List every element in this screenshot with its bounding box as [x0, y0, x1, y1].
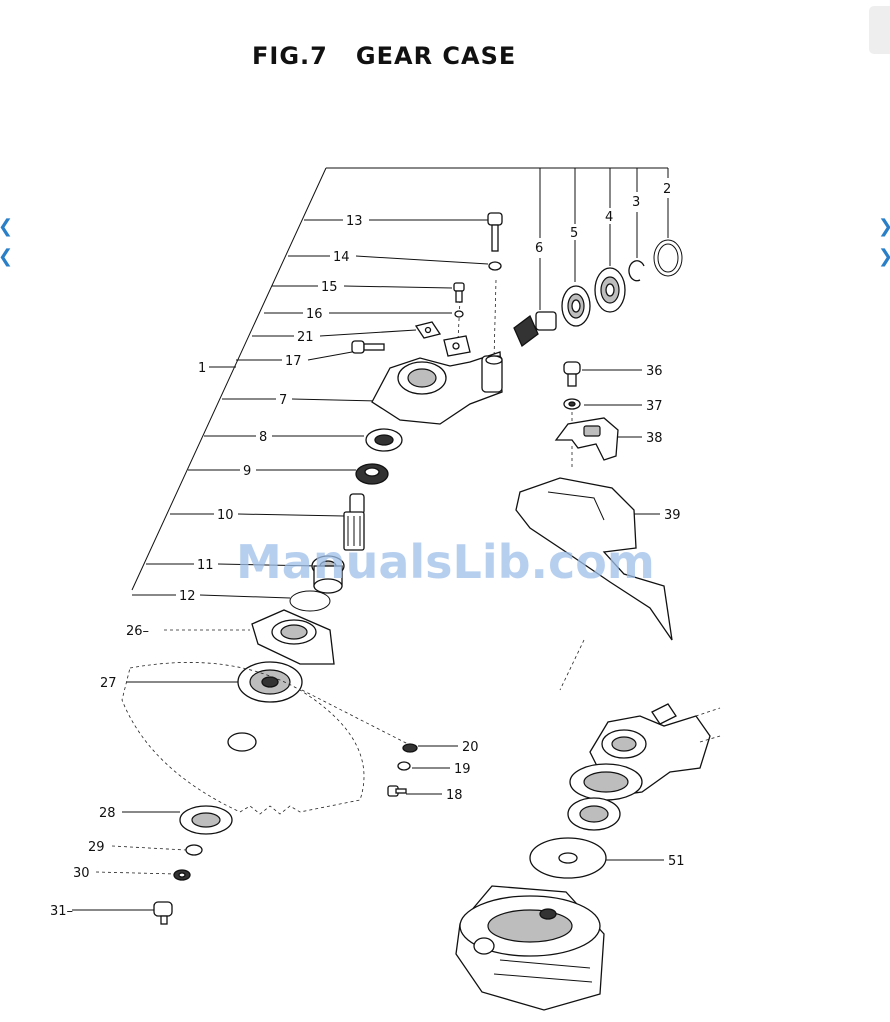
label-26: 26–: [126, 624, 149, 639]
part-7-gear-case: [371, 335, 503, 425]
part-8-bearing: [365, 428, 403, 452]
label-10: 10: [217, 508, 234, 523]
part-6-bevel-pinion: [513, 311, 557, 348]
label-27: 27: [100, 676, 117, 691]
label-19: 19: [454, 762, 471, 777]
label-12: 12: [179, 589, 196, 604]
label-11: 11: [197, 558, 214, 573]
toc-tab-icon[interactable]: [869, 6, 890, 54]
part-9-bevel-gear: [355, 463, 389, 485]
label-8: 8: [259, 430, 267, 445]
saw-blade: [121, 662, 365, 815]
figure-title: FIG.7 GEAR CASE: [252, 42, 517, 70]
label-38: 38: [646, 431, 663, 446]
label-37: 37: [646, 399, 663, 414]
label-13: 13: [346, 214, 363, 229]
label-2: 2: [663, 182, 671, 197]
label-1: 1: [198, 361, 206, 376]
trimmer-head: [455, 885, 605, 1011]
part-labels: 13 14 15 16 21 17 1 7 8 9 10 11 12 26– 2…: [50, 182, 685, 919]
part-21-clip: [414, 321, 442, 339]
part-16-washer: [454, 310, 464, 318]
part-4-bearing: [594, 267, 626, 313]
part-38-clamp: [554, 417, 619, 461]
part-37-washer: [563, 398, 581, 410]
label-7: 7: [279, 393, 287, 408]
assembly-bracket: [131, 167, 669, 591]
label-16: 16: [306, 307, 323, 322]
label-18: 18: [446, 788, 463, 803]
part-3-snap-ring: [628, 260, 645, 282]
leader-lines: [72, 219, 664, 911]
label-17: 17: [285, 354, 302, 369]
label-5: 5: [570, 226, 578, 241]
part-5-bearing: [561, 285, 591, 327]
alt-holder: [567, 797, 621, 831]
label-3: 3: [632, 195, 640, 210]
label-14: 14: [333, 250, 350, 265]
label-15: 15: [321, 280, 338, 295]
label-21: 21: [297, 330, 314, 345]
chevron-right-icon[interactable]: ❯: [878, 216, 890, 237]
part-12-circlip: [289, 590, 331, 612]
part-26-cover: [251, 609, 335, 665]
part-10-output-shaft: [343, 493, 365, 551]
part-13-bolt: [487, 212, 503, 252]
part-27-holder: [237, 661, 303, 703]
part-15-screw: [453, 282, 465, 303]
label-31: 31–: [50, 904, 73, 919]
part-39-guard: [515, 477, 673, 641]
label-36: 36: [646, 364, 663, 379]
label-4: 4: [605, 210, 613, 225]
part-14-washer: [488, 261, 502, 271]
label-28: 28: [99, 806, 116, 821]
part-51-disc: [529, 837, 607, 879]
part-31-bolt: [153, 901, 173, 925]
label-39: 39: [664, 508, 681, 523]
alt-gear-case-assembly: [569, 703, 721, 801]
label-29: 29: [88, 840, 105, 855]
part-19-washer: [397, 761, 411, 771]
part-30-washer: [173, 869, 191, 881]
part-11-collar: [311, 555, 345, 594]
label-9: 9: [243, 464, 251, 479]
part-20-nut: [402, 743, 418, 753]
part-2-snap-ring: [653, 239, 683, 277]
part-29-washer: [185, 844, 203, 856]
chevron-left-icon[interactable]: ❮: [0, 246, 13, 267]
part-18-bolt: [387, 785, 407, 797]
chevron-right-icon[interactable]: ❯: [878, 246, 890, 267]
label-20: 20: [462, 740, 479, 755]
label-51: 51: [668, 854, 685, 869]
chevron-left-icon[interactable]: ❮: [0, 216, 13, 237]
label-6: 6: [535, 241, 543, 256]
part-17-bolt: [351, 340, 385, 354]
part-28-holder: [179, 805, 233, 835]
part-36-bolt: [563, 361, 581, 387]
watermark-text: ManualsLib.com: [236, 535, 655, 589]
label-30: 30: [73, 866, 90, 881]
